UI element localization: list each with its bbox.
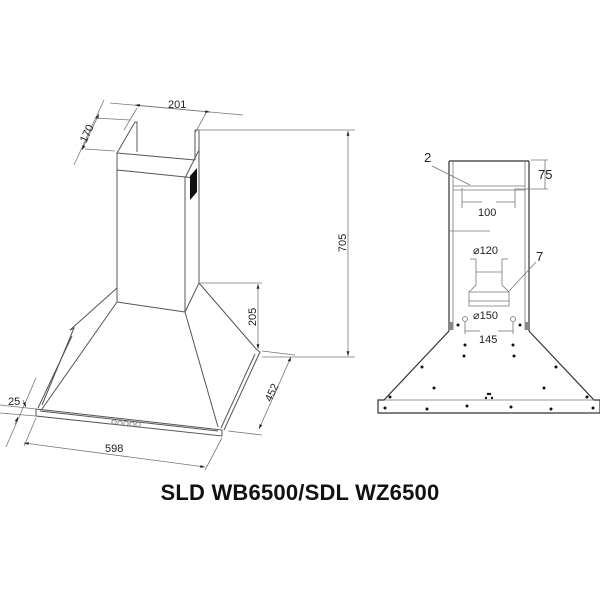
dim-452: 452 bbox=[227, 350, 296, 436]
svg-text:205: 205 bbox=[247, 308, 259, 326]
svg-text:598: 598 bbox=[105, 443, 123, 455]
dim-201: 201 bbox=[109, 99, 244, 134]
front-view: 100 2 75 ⌀120 7 ⌀150 145 bbox=[377, 150, 600, 414]
isometric-view: 201 170 705 205 452 bbox=[0, 99, 355, 471]
svg-text:705: 705 bbox=[337, 234, 349, 252]
dim-170: 170 bbox=[73, 99, 131, 166]
svg-text:75: 75 bbox=[538, 167, 552, 182]
mounting-holes bbox=[383, 323, 595, 411]
chimney bbox=[116, 121, 200, 313]
dim-205: 205 bbox=[200, 282, 262, 349]
canopy bbox=[35, 282, 261, 437]
svg-text:2: 2 bbox=[424, 150, 431, 165]
svg-text:25: 25 bbox=[8, 396, 20, 408]
svg-text:170: 170 bbox=[78, 123, 97, 145]
dim-598: 598 bbox=[23, 417, 223, 471]
dim-25: 25 bbox=[0, 377, 37, 448]
model-title: SLD WB6500/SDL WZ6500 bbox=[160, 480, 440, 505]
svg-text:145: 145 bbox=[479, 334, 497, 346]
svg-text:201: 201 bbox=[168, 99, 186, 111]
svg-text:100: 100 bbox=[478, 207, 496, 219]
control-buttons bbox=[111, 419, 141, 428]
svg-text:⌀150: ⌀150 bbox=[473, 310, 498, 322]
dim-705: 705 bbox=[200, 129, 355, 358]
svg-text:7: 7 bbox=[536, 249, 543, 264]
control-panel-icon bbox=[190, 168, 197, 200]
svg-text:⌀120: ⌀120 bbox=[473, 245, 498, 257]
